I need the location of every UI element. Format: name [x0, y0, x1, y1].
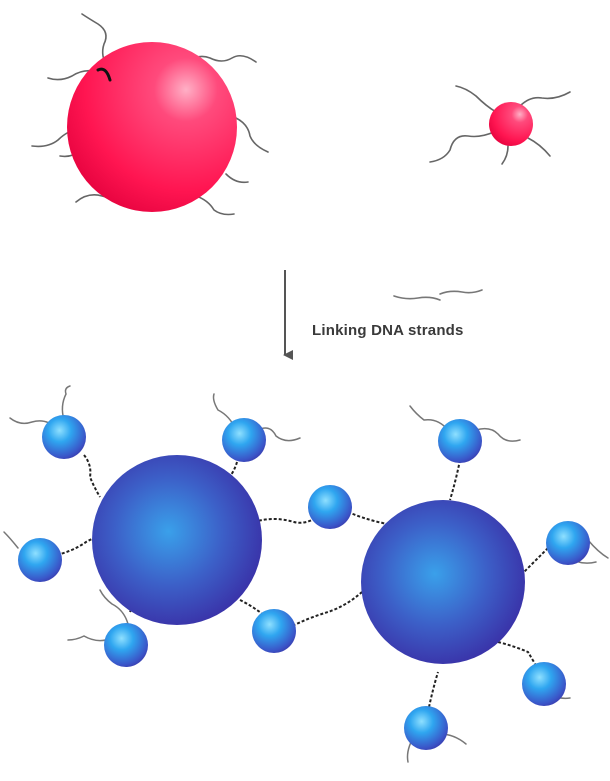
small-assembled-particles	[18, 415, 590, 750]
large-gold-particle	[31, 13, 269, 216]
large-assembled-particle-right	[361, 500, 525, 664]
linker-caption: Linking DNA strands	[312, 322, 464, 339]
assembled-nanoparticle-network	[3, 385, 609, 763]
dna-strands-small-particle	[429, 85, 571, 165]
linker-dna-strand-icon	[393, 289, 483, 301]
large-assembled-particle-left	[92, 455, 262, 625]
small-gold-particle	[429, 85, 571, 165]
